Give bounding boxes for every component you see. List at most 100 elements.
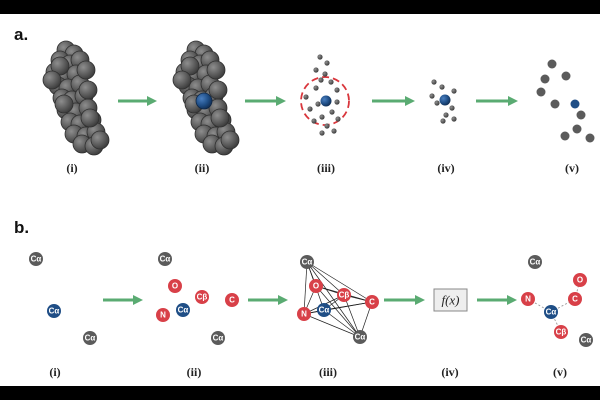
ca-atom-label: Cα (302, 258, 313, 267)
figure-background (0, 14, 600, 386)
ca-atom (158, 252, 172, 266)
atom-sphere (210, 108, 230, 128)
function-box (433, 288, 468, 312)
atom-sphere (220, 130, 240, 150)
c-atom-label: C (572, 295, 578, 304)
ca-atom-label: Cα (581, 336, 592, 345)
edge (306, 261, 361, 338)
atom (443, 112, 449, 118)
atom (319, 130, 325, 136)
o-atom (168, 279, 182, 293)
atom (319, 114, 325, 120)
atom-sphere (50, 56, 70, 76)
atom (439, 84, 445, 90)
panel-b-label-2: (ii) (187, 365, 202, 379)
atom-sphere (42, 70, 62, 90)
ca-atom-label: Cα (213, 334, 224, 343)
atom (324, 123, 330, 129)
panel-a-letter: a. (14, 25, 28, 44)
local-neighborhood-iv (429, 79, 457, 124)
ca-atom-label: Cα (31, 255, 42, 264)
ca-atom (579, 333, 593, 347)
cb-atom (195, 290, 209, 304)
center-ca-atom-label: Cα (178, 306, 189, 315)
center-ca-atom-label: Cα (49, 307, 60, 316)
panel-b-letter: b. (14, 218, 29, 237)
point (540, 74, 550, 84)
atom (303, 94, 309, 100)
atom-sphere (180, 56, 200, 76)
atom-sphere (172, 70, 192, 90)
n-atom (156, 308, 170, 322)
atom (334, 99, 340, 105)
atom-sphere (76, 60, 96, 80)
center-atom (439, 94, 451, 106)
atom (329, 109, 335, 115)
center-ca-atom-label: Cα (319, 306, 330, 315)
edge (303, 261, 308, 315)
atom (311, 118, 317, 124)
n-atom-label: N (301, 310, 307, 319)
neighborhood-cutoff-iii (300, 54, 350, 136)
atom (328, 79, 334, 85)
o-atom (309, 279, 323, 293)
center-ca-atom (47, 304, 61, 318)
ca-atom-label: Cα (160, 255, 171, 264)
center-atom-sphere (195, 92, 213, 110)
atom (449, 105, 455, 111)
ca-atom (353, 330, 367, 344)
atom (434, 100, 440, 106)
atom (318, 77, 324, 83)
center-ca-atom (176, 303, 190, 317)
atom (317, 54, 323, 60)
o-atom-label: O (172, 282, 178, 291)
ca-atom (528, 255, 542, 269)
atom-sphere (78, 80, 98, 100)
point (560, 131, 570, 141)
center-ca-atom (317, 303, 331, 317)
cb-atom-label: Cβ (556, 328, 567, 337)
n-atom (521, 292, 535, 306)
atom-sphere (80, 108, 100, 128)
edge (315, 285, 361, 338)
panel-a-label-3: (iii) (317, 161, 335, 175)
panel-b: b. (14, 218, 593, 379)
ca-atom-label: Cα (530, 258, 541, 267)
atom (313, 85, 319, 91)
center-point (570, 99, 580, 109)
panel-a-label-2: (ii) (195, 161, 210, 175)
panel-b-label-4: (iv) (441, 365, 458, 379)
protein-space-filling-ii (172, 40, 240, 156)
point (572, 124, 582, 134)
atom-sphere (54, 94, 74, 114)
edge (306, 261, 373, 303)
atom (440, 118, 446, 124)
atom (324, 60, 330, 66)
o-atom-label: O (577, 276, 583, 285)
o-atom-label: O (313, 282, 319, 291)
center-ca-atom-label: Cα (546, 308, 557, 317)
panel-b-label-1: (i) (49, 365, 60, 379)
edge (343, 294, 361, 338)
c-atom (365, 295, 379, 309)
c-atom-label: C (369, 298, 375, 307)
atom (331, 128, 337, 134)
atom (315, 101, 321, 107)
point (550, 99, 560, 109)
atom (322, 71, 328, 77)
n-atom-label: N (525, 295, 531, 304)
atom (431, 79, 437, 85)
center-atom (320, 95, 332, 107)
panel-a: a. (i) (ii) (iii) (iv) (v) (14, 25, 595, 175)
atom-sphere (206, 60, 226, 80)
o-atom (573, 273, 587, 287)
ca-atom-label: Cα (355, 333, 366, 342)
edge (303, 313, 361, 338)
atom (313, 67, 319, 73)
panel-a-label-5: (v) (565, 161, 579, 175)
cb-atom-label: Cβ (197, 293, 208, 302)
point (536, 87, 546, 97)
atom-sphere (90, 130, 110, 150)
atom-sphere (208, 80, 228, 100)
